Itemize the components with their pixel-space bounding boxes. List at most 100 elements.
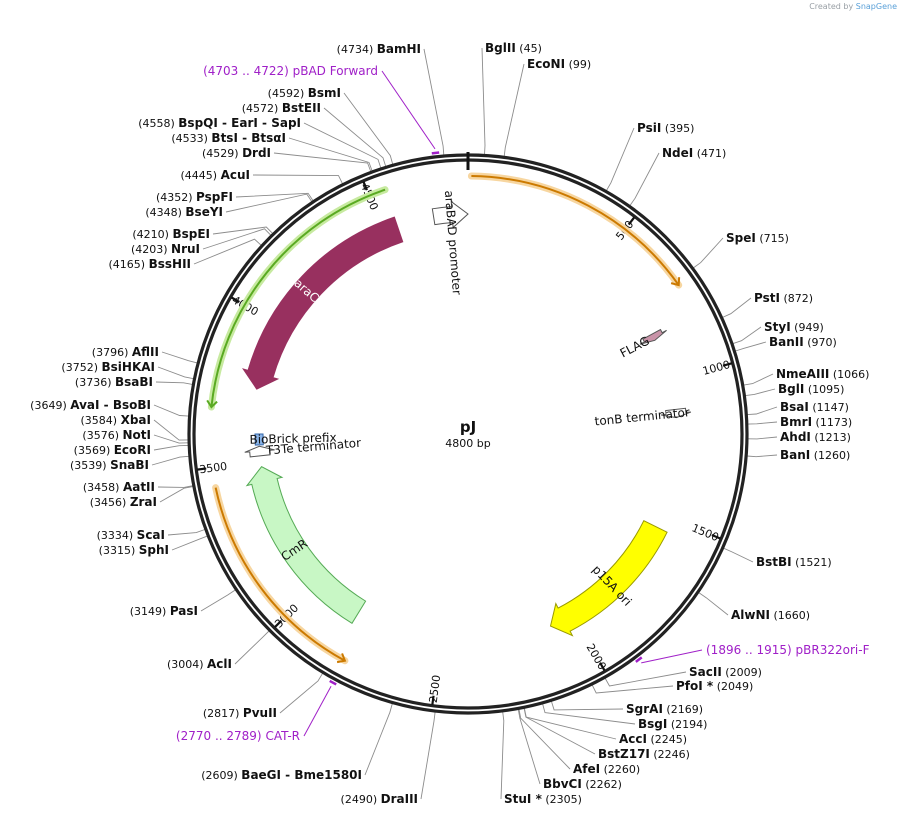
primer-name: pBAD Forward bbox=[293, 64, 378, 78]
site-position: (2049) bbox=[717, 680, 754, 693]
site-label-acli[interactable]: (3004) AclI bbox=[167, 657, 232, 671]
site-label-ndei[interactable]: NdeI (471) bbox=[662, 146, 726, 160]
site-label-bglii[interactable]: BglII (45) bbox=[485, 41, 542, 55]
site-position: (3576) bbox=[82, 429, 119, 442]
feature-label-tonb-terminator: tonB terminator bbox=[594, 405, 690, 428]
site-enzyme-name: DraIII bbox=[381, 792, 418, 806]
site-position: (2305) bbox=[545, 793, 582, 806]
site-label-bsteii[interactable]: (4572) BstEII bbox=[242, 101, 321, 115]
site-leader-line bbox=[323, 107, 387, 167]
site-label-bspqi[interactable]: (4558) BspQI - EarI - SapI bbox=[138, 116, 301, 130]
site-label-bamhi[interactable]: (4734) BamHI bbox=[337, 42, 421, 56]
site-label-avai[interactable]: (3649) AvaI - BsoBI bbox=[30, 398, 151, 412]
site-label-baegi[interactable]: (2609) BaeGI - Bme1580I bbox=[201, 768, 362, 782]
site-label-bsabi[interactable]: (3736) BsaBI bbox=[75, 375, 153, 389]
site-label-psii[interactable]: PsiI (395) bbox=[637, 121, 694, 135]
site-label-banii[interactable]: BanII (970) bbox=[769, 335, 837, 349]
site-label-bsgi[interactable]: BsgI (2194) bbox=[638, 717, 707, 731]
site-label-sacii[interactable]: SacII (2009) bbox=[689, 665, 762, 679]
site-label-zrai[interactable]: (3456) ZraI bbox=[90, 495, 157, 509]
tick-mark bbox=[362, 181, 368, 191]
site-label-stui[interactable]: StuI * (2305) bbox=[504, 792, 582, 806]
site-enzyme-name: AflII bbox=[132, 345, 159, 359]
site-label-bstz17i[interactable]: BstZ17I (2246) bbox=[598, 747, 690, 761]
site-label-bgli[interactable]: BglI (1095) bbox=[778, 382, 844, 396]
site-label-alwni[interactable]: AlwNI (1660) bbox=[731, 608, 810, 622]
tick-label: 1000 bbox=[701, 358, 731, 378]
site-label-nrui[interactable]: (4203) NruI bbox=[131, 242, 200, 256]
site-label-draiii[interactable]: (2490) DraIII bbox=[341, 792, 418, 806]
site-label-bspei[interactable]: (4210) BspEI bbox=[132, 227, 210, 241]
site-separator: - bbox=[258, 116, 271, 130]
site-label-afei[interactable]: AfeI (2260) bbox=[573, 762, 640, 776]
site-leader-line bbox=[288, 137, 373, 172]
site-leader-line bbox=[235, 192, 314, 202]
site-leader-line bbox=[517, 709, 541, 785]
site-label-snabi[interactable]: (3539) SnaBI bbox=[70, 458, 149, 472]
site-leader-line bbox=[747, 421, 778, 425]
site-label-bseyi[interactable]: (4348) BseYI bbox=[145, 205, 223, 219]
site-label-spei[interactable]: SpeI (715) bbox=[726, 231, 789, 245]
site-leader-line bbox=[698, 592, 729, 616]
site-label-econi[interactable]: EcoNI (99) bbox=[527, 57, 591, 71]
site-position: (4572) bbox=[242, 102, 279, 115]
site-leader-line bbox=[420, 712, 436, 800]
site-label-pvuii[interactable]: (2817) PvuII bbox=[203, 706, 277, 720]
site-label-ahdi[interactable]: AhdI (1213) bbox=[780, 430, 851, 444]
site-label-psti[interactable]: PstI (872) bbox=[754, 291, 813, 305]
site-label-bsmi[interactable]: (4592) BsmI bbox=[268, 86, 341, 100]
site-position: (395) bbox=[665, 122, 695, 135]
site-enzyme-name: SgrAI bbox=[626, 702, 663, 716]
site-leader-line bbox=[747, 454, 778, 458]
site-leader-line bbox=[423, 48, 445, 156]
site-label-pspfi[interactable]: (4352) PspFI bbox=[156, 190, 233, 204]
site-enzyme-name: PsiI bbox=[637, 121, 661, 135]
site-label-aflii[interactable]: (3796) AflII bbox=[92, 345, 159, 359]
site-label-bani[interactable]: BanI (1260) bbox=[780, 448, 850, 462]
site-leader-line bbox=[159, 486, 194, 503]
site-label-ecori[interactable]: (3569) EcoRI bbox=[74, 443, 151, 457]
site-label-xbai[interactable]: (3584) XbaI bbox=[81, 413, 151, 427]
site-label-bsshii[interactable]: (4165) BssHII bbox=[109, 257, 191, 271]
site-label-bstbi[interactable]: BstBI (1521) bbox=[756, 555, 832, 569]
site-label-btsi[interactable]: (4533) BtsI - BtsαI bbox=[171, 131, 286, 145]
site-label-noti[interactable]: (3576) NotI bbox=[82, 428, 151, 442]
site-position: (2260) bbox=[604, 763, 641, 776]
center-title: pJ 4800 bp bbox=[445, 418, 490, 450]
restriction-sites: BglII (45) EcoNI (99) PsiI (395) NdeI (471)… bbox=[30, 41, 869, 806]
site-enzyme-name: StyI bbox=[764, 320, 791, 334]
site-position: (2490) bbox=[341, 793, 378, 806]
site-enzyme-name: BsaBI bbox=[115, 375, 153, 389]
site-label-bmri[interactable]: BmrI (1173) bbox=[780, 415, 852, 429]
site-label-scai[interactable]: (3334) ScaI bbox=[97, 528, 165, 542]
primer-name: pBR322ori-F bbox=[796, 643, 870, 657]
primer-label-pbad-forward[interactable]: (4703 .. 4722) pBAD Forward bbox=[203, 64, 378, 78]
site-position: (872) bbox=[783, 292, 813, 305]
feature-biobrick-prefix-shape bbox=[254, 433, 264, 446]
primer-label-cat-r[interactable]: (2770 .. 2789) CAT-R bbox=[176, 729, 300, 743]
site-label-bbvci[interactable]: BbvCI (2262) bbox=[543, 777, 622, 791]
site-label-bsai[interactable]: BsaI (1147) bbox=[780, 400, 849, 414]
site-label-aatii[interactable]: (3458) AatII bbox=[83, 480, 155, 494]
site-enzyme-name: BbvCI bbox=[543, 777, 582, 791]
site-label-sphi[interactable]: (3315) SphI bbox=[99, 543, 169, 557]
site-position: (2194) bbox=[671, 718, 708, 731]
primer-label-pbr322ori-f[interactable]: (1896 .. 1915) pBR322ori-F bbox=[706, 643, 870, 657]
tick-mark bbox=[711, 534, 721, 540]
site-enzyme-name: AatII bbox=[123, 480, 155, 494]
backbone bbox=[187, 152, 749, 715]
site-position: (2169) bbox=[666, 703, 703, 716]
site-label-bsihkai[interactable]: (3752) BsiHKAI bbox=[61, 360, 155, 374]
site-position: (2817) bbox=[203, 707, 240, 720]
site-label-pasi[interactable]: (3149) PasI bbox=[130, 604, 198, 618]
site-label-pfoi[interactable]: PfoI * (2049) bbox=[676, 679, 753, 693]
CmR-coding-arc bbox=[214, 487, 346, 662]
site-enzyme-name: BstBI bbox=[756, 555, 792, 569]
site-label-sgrai[interactable]: SgrAI (2169) bbox=[626, 702, 703, 716]
site-label-nmeaiii[interactable]: NmeAIII (1066) bbox=[776, 367, 869, 381]
site-label-acci[interactable]: AccI (2245) bbox=[619, 732, 687, 746]
site-label-styi[interactable]: StyI (949) bbox=[764, 320, 824, 334]
site-position: (970) bbox=[807, 336, 837, 349]
site-label-drdi[interactable]: (4529) DrdI bbox=[202, 146, 271, 160]
site-label-acui[interactable]: (4445) AcuI bbox=[181, 168, 251, 182]
